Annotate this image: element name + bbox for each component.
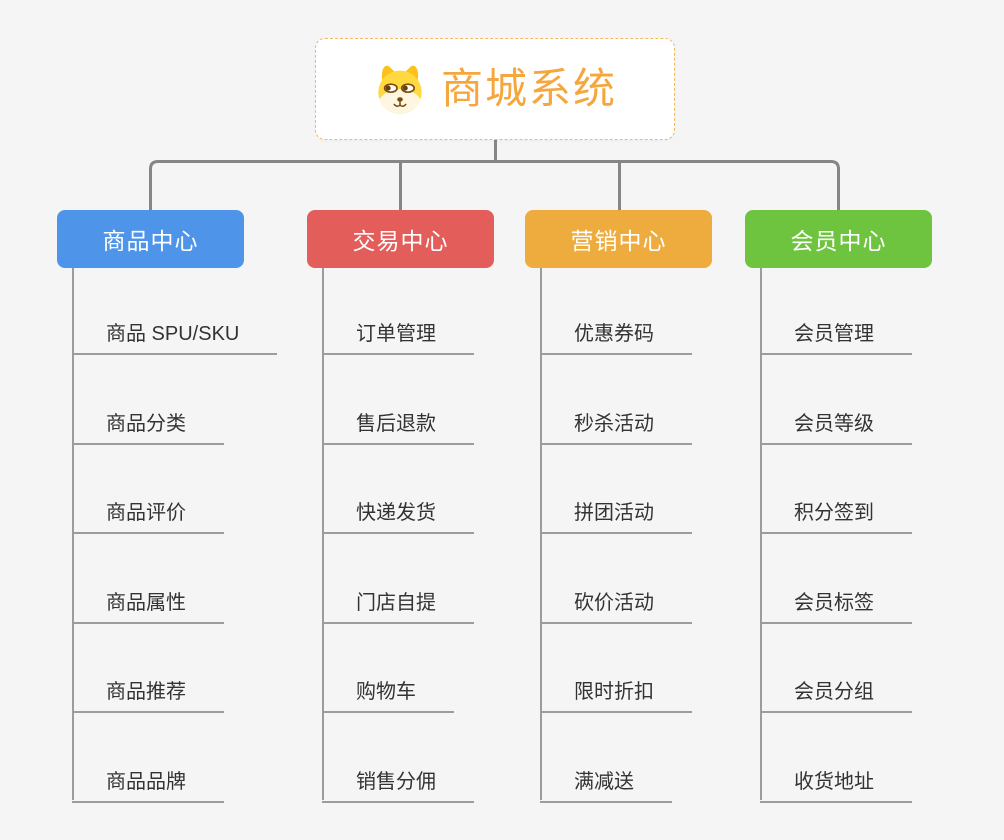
leaf-node[interactable]: 商品品牌 (72, 767, 224, 803)
leaf-node[interactable]: 商品评价 (72, 498, 224, 534)
branch-node-trade-center[interactable]: 交易中心 (307, 210, 494, 268)
leaf-node[interactable]: 优惠券码 (540, 319, 692, 355)
leaf-node[interactable]: 收货地址 (760, 767, 912, 803)
branch-spine (322, 268, 324, 800)
leaf-node[interactable]: 会员标签 (760, 588, 912, 624)
leaf-node[interactable]: 积分签到 (760, 498, 912, 534)
branch-spine (760, 268, 762, 800)
leaf-node[interactable]: 会员分组 (760, 677, 912, 713)
branch-spine (540, 268, 542, 800)
leaf-node[interactable]: 购物车 (322, 677, 454, 713)
leaf-node[interactable]: 商品属性 (72, 588, 224, 624)
leaf-node[interactable]: 会员等级 (760, 409, 912, 445)
leaf-node[interactable]: 订单管理 (322, 319, 474, 355)
leaf-node[interactable]: 门店自提 (322, 588, 474, 624)
branch-node-product-center[interactable]: 商品中心 (57, 210, 244, 268)
root-node-title: 商城系统 (440, 65, 617, 112)
leaf-node[interactable]: 商品推荐 (72, 677, 224, 713)
branch-node-marketing-center[interactable]: 营销中心 (525, 210, 712, 268)
branch-spine (72, 268, 74, 800)
leaf-node[interactable]: 满减送 (540, 767, 672, 803)
leaf-node[interactable]: 售后退款 (322, 409, 474, 445)
leaf-node[interactable]: 限时折扣 (540, 677, 692, 713)
leaf-node[interactable]: 会员管理 (760, 319, 912, 355)
leaf-node[interactable]: 商品 SPU/SKU (72, 319, 278, 355)
root-node[interactable]: 商城系统 (315, 38, 675, 140)
leaf-node[interactable]: 商品分类 (72, 409, 224, 445)
leaf-node[interactable]: 销售分佣 (322, 767, 474, 803)
doge-icon (378, 65, 422, 114)
leaf-node[interactable]: 快递发货 (322, 498, 474, 534)
branch-node-member-center[interactable]: 会员中心 (745, 210, 932, 268)
leaf-node[interactable]: 砍价活动 (540, 588, 692, 624)
leaf-node[interactable]: 拼团活动 (540, 498, 692, 534)
leaf-node[interactable]: 秒杀活动 (540, 409, 692, 445)
